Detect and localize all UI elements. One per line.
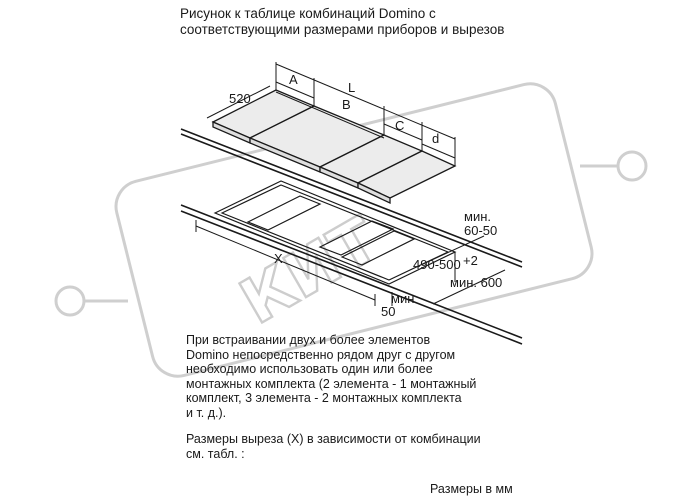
dimension-lines-top <box>206 62 456 166</box>
dim-cutout-depth: 490-500 <box>413 257 461 272</box>
dim-A: A <box>289 72 298 87</box>
dim-min-50: мин 50 <box>381 291 418 319</box>
dim-B: B <box>342 97 351 112</box>
dim-plus-2: +2 <box>463 253 478 268</box>
cutout-size-note: Размеры выреза (X) в зависимости от комб… <box>186 432 481 461</box>
watermark-circle-right <box>616 150 648 182</box>
dim-min-600: мин. 600 <box>450 275 502 290</box>
dim-d: d <box>432 131 439 146</box>
worktop-lower <box>180 204 523 345</box>
dimension-lines-bottom <box>195 220 506 306</box>
dim-L: L <box>348 80 355 95</box>
dim-depth-520: 520 <box>229 91 251 106</box>
figure-caption: Рисунок к таблице комбинаций Domino с со… <box>180 6 505 37</box>
domino-hobs <box>211 89 457 205</box>
dim-min-60-50: мин. 60-50 <box>464 209 497 238</box>
instructions-paragraph: При встраивании двух и более элементов D… <box>186 333 477 420</box>
hob-4 <box>356 150 457 205</box>
watermark-circle-left <box>54 285 86 317</box>
dim-X: X <box>274 251 283 266</box>
dim-C: C <box>395 118 404 133</box>
units-note: Размеры в мм <box>430 482 513 496</box>
